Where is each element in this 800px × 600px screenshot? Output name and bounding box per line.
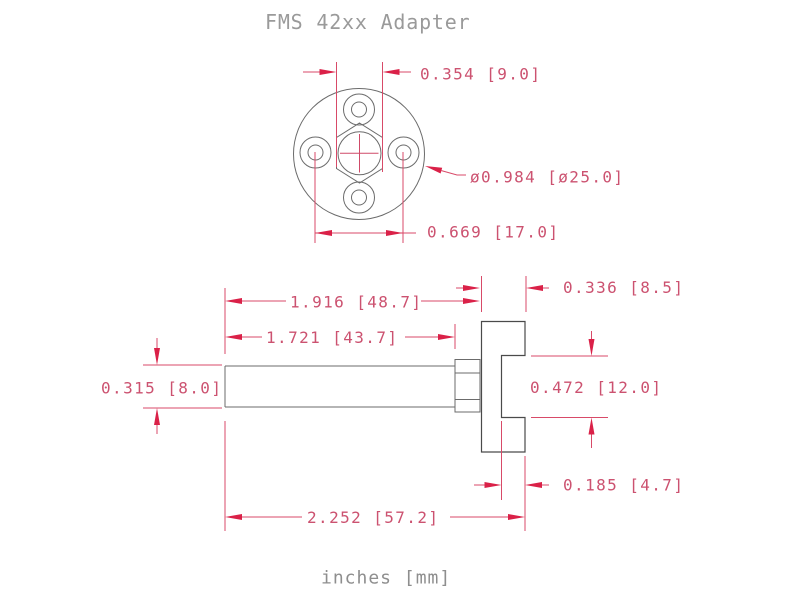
dimensions: 0.354 [9.0] ø0.984 [ø25.0] 0.669 [17.0] bbox=[101, 62, 684, 531]
dimension-shaft-to-flange-label: 1.916 [48.7] bbox=[290, 293, 422, 312]
dimension-hex-width: 0.354 [9.0] bbox=[303, 62, 541, 172]
mounting-hole-bottom bbox=[343, 181, 375, 214]
units-note: inches [mm] bbox=[321, 568, 451, 589]
dimension-hole-spacing: 0.669 [17.0] bbox=[314, 152, 559, 243]
dimension-hex-width-label: 0.354 [9.0] bbox=[420, 65, 541, 84]
dimension-flange-thickness-label: 0.336 [8.5] bbox=[563, 278, 684, 297]
dimension-shaft-diameter-label: 0.315 [8.0] bbox=[101, 379, 222, 398]
dimension-recess-depth: 0.185 [4.7] bbox=[474, 421, 684, 531]
dimension-outer-diameter: ø0.984 [ø25.0] bbox=[425, 166, 624, 187]
center-mark-icon bbox=[340, 134, 379, 173]
dimension-recess-height-label: 0.472 [12.0] bbox=[530, 378, 662, 397]
side-view bbox=[224, 320, 526, 453]
dimension-overall-length-label: 2.252 [57.2] bbox=[307, 508, 439, 527]
shaft-outline bbox=[224, 365, 455, 408]
drawing-title: FMS 42xx Adapter bbox=[265, 10, 470, 34]
dimension-recess-height: 0.472 [12.0] bbox=[530, 331, 662, 448]
dimension-flange-thickness: 0.336 [8.5] bbox=[456, 276, 684, 312]
dimension-overall-length: 2.252 [57.2] bbox=[224, 421, 525, 531]
dimension-outer-diameter-label: ø0.984 [ø25.0] bbox=[470, 168, 624, 187]
hex-section-outline bbox=[454, 359, 481, 413]
flange-outline bbox=[480, 320, 526, 453]
dimension-shaft-diameter: 0.315 [8.0] bbox=[101, 338, 222, 434]
dimension-recess-depth-label: 0.185 [4.7] bbox=[563, 476, 684, 495]
flange-outer-circle bbox=[293, 88, 425, 220]
dimension-shaft-to-flange: 1.916 [48.7] bbox=[224, 276, 482, 354]
dimension-hole-spacing-label: 0.669 [17.0] bbox=[427, 223, 559, 242]
shaft-bore-circle bbox=[337, 131, 382, 176]
dimension-shaft-length: 1.721 [43.7] bbox=[225, 324, 456, 349]
front-view bbox=[293, 88, 425, 220]
mounting-hole-top bbox=[343, 93, 375, 126]
dimension-shaft-length-label: 1.721 [43.7] bbox=[266, 328, 398, 347]
